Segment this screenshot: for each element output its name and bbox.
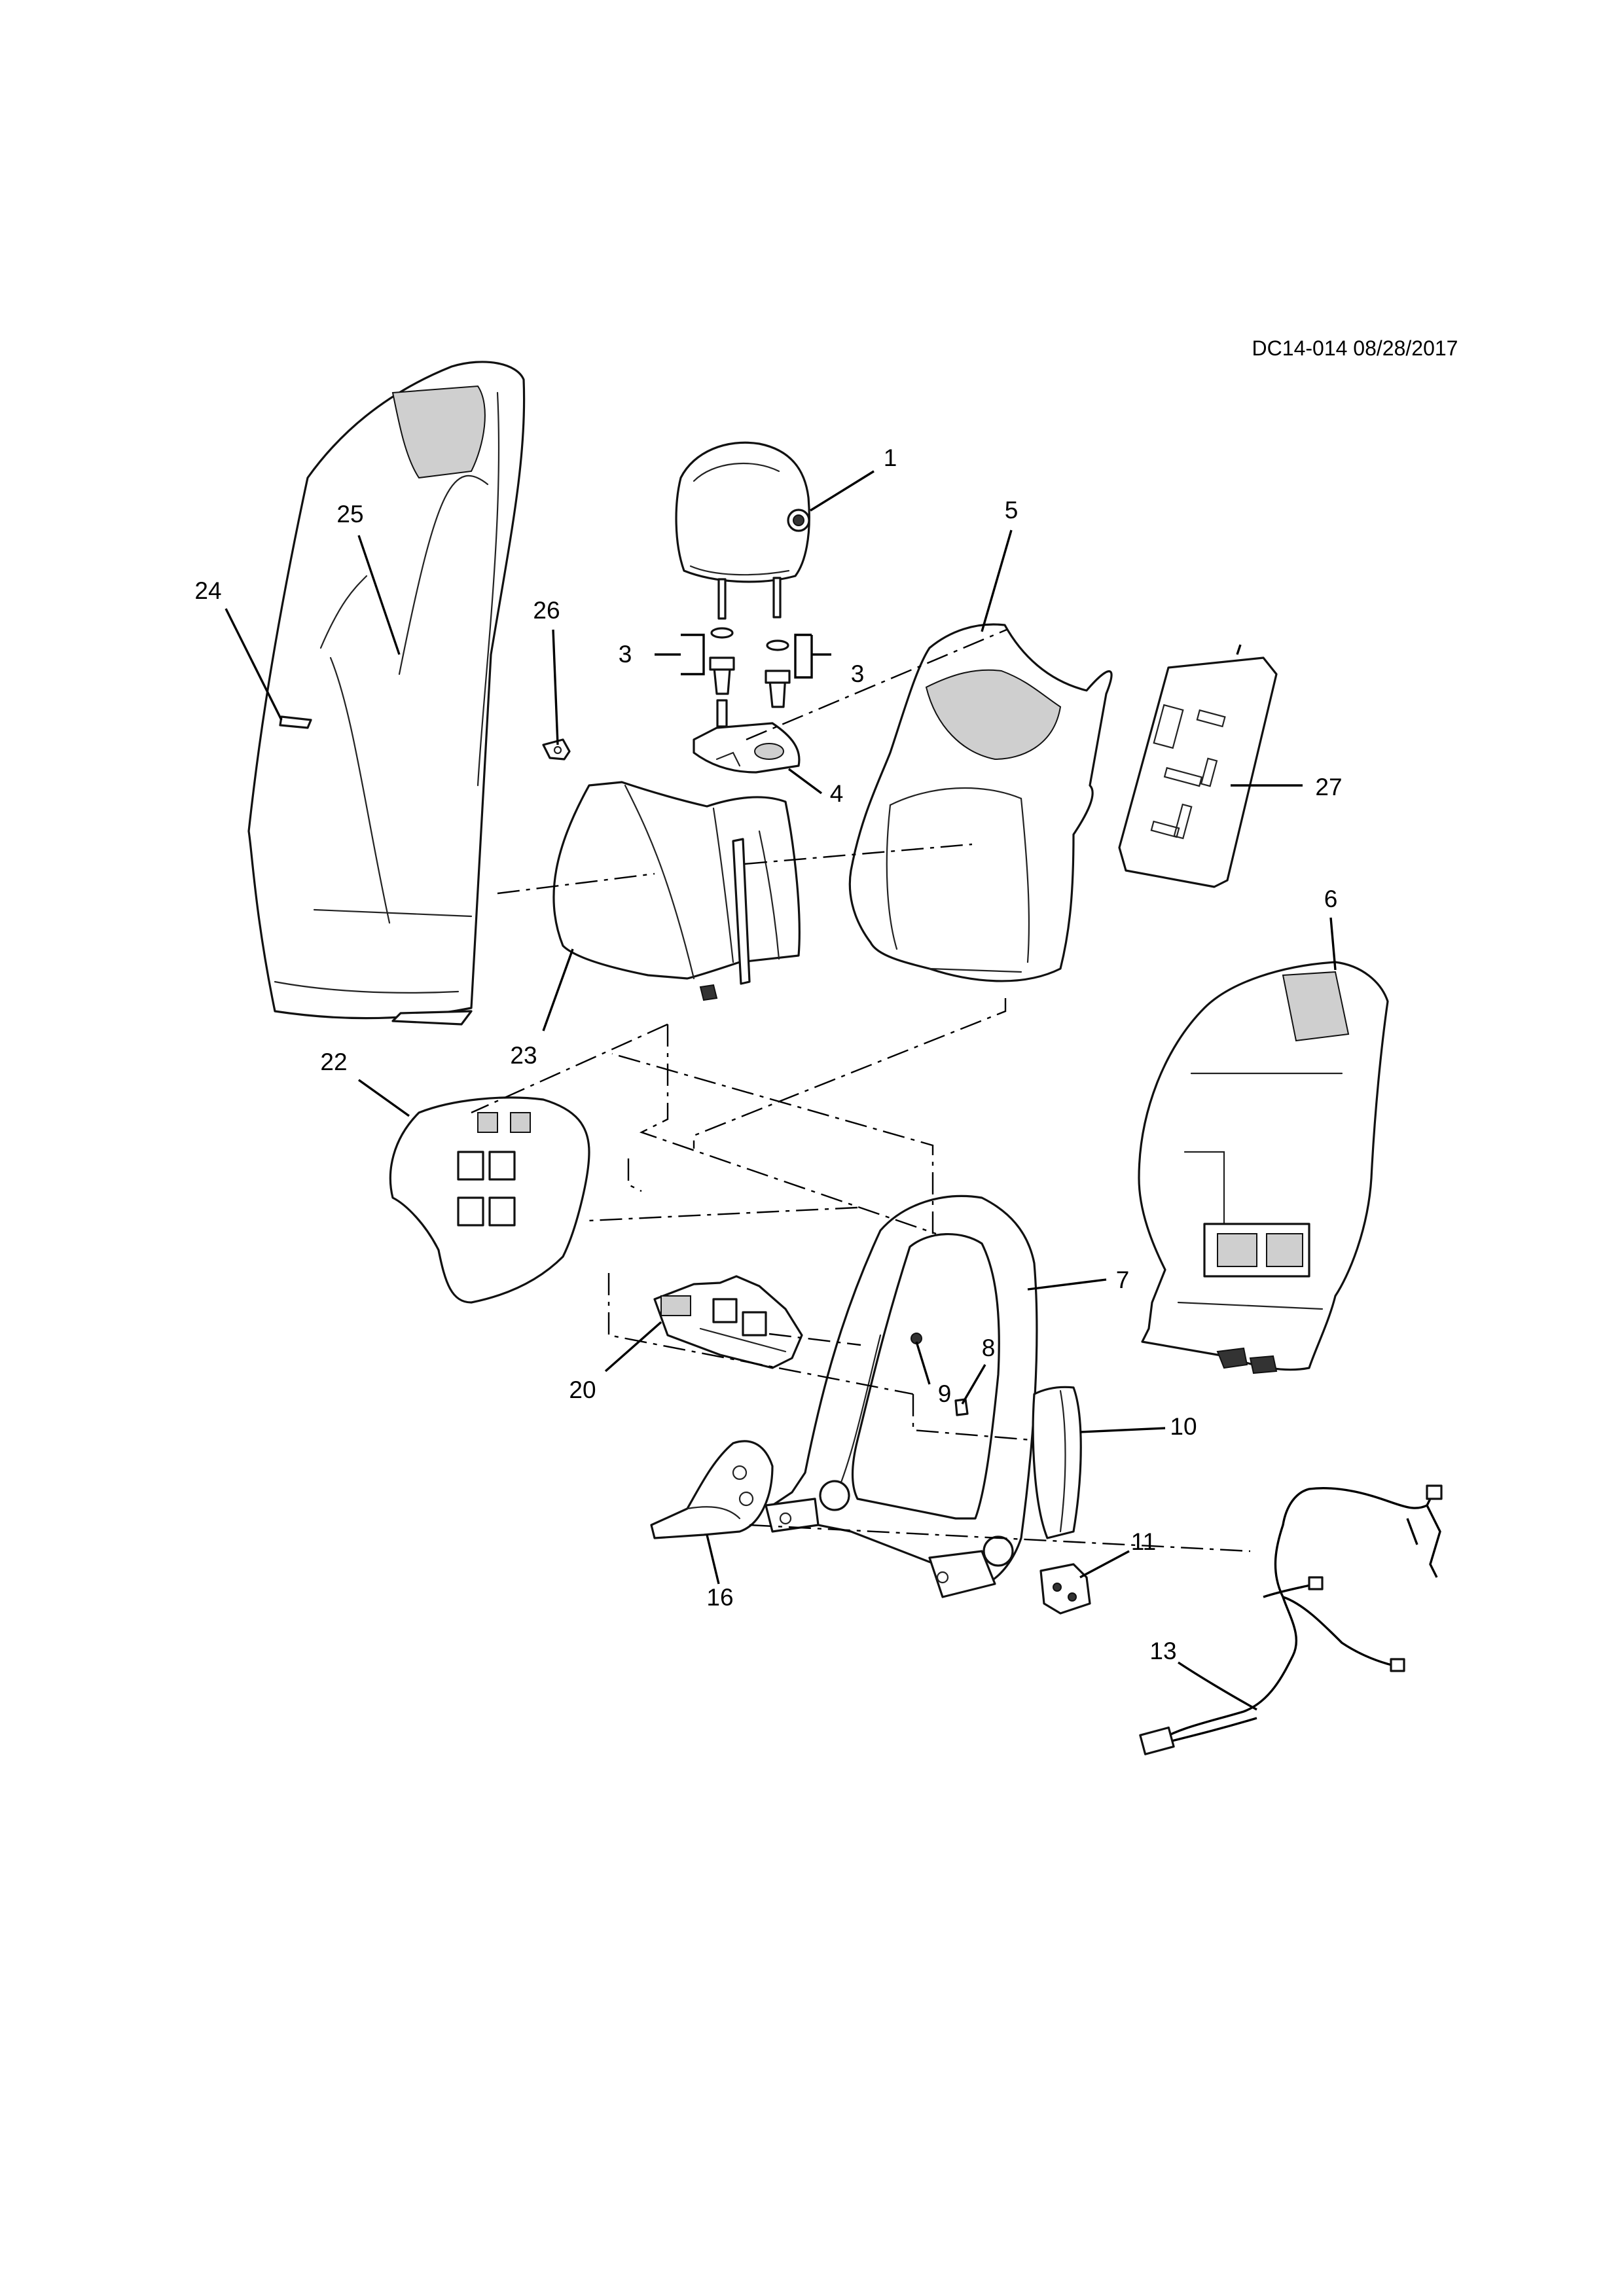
part-1-headrest <box>675 441 810 620</box>
part-4-plate <box>693 722 801 774</box>
callout-6: 6 <box>1324 886 1338 912</box>
callout-22: 22 <box>320 1049 347 1075</box>
callout-10: 10 <box>1170 1413 1197 1440</box>
assembly-lines <box>471 628 1251 1552</box>
callout-11: 11 <box>1131 1528 1156 1555</box>
drawing-code: DC14-014 08/28/2017 <box>1252 336 1458 360</box>
part-3-guides <box>655 627 831 728</box>
part-16-recliner-cover <box>650 1440 774 1539</box>
part-6-rear-panel <box>1138 961 1389 1374</box>
callout-27: 27 <box>1315 774 1342 800</box>
part-11-module <box>1039 1563 1091 1615</box>
part-24-clip <box>279 715 312 729</box>
part-26-bracket <box>542 738 571 761</box>
part-20-adjuster <box>653 1275 803 1369</box>
callout-1: 1 <box>884 444 897 471</box>
callout-3-right: 3 <box>851 660 865 687</box>
part-13-harness <box>1139 1484 1443 1755</box>
callout-20: 20 <box>569 1376 596 1403</box>
callout-25: 25 <box>336 501 363 528</box>
callout-26: 26 <box>533 597 560 624</box>
callout-4: 4 <box>830 780 844 807</box>
callout-3-left: 3 <box>619 641 632 668</box>
callout-5: 5 <box>1005 497 1019 524</box>
part-27-panel <box>1118 644 1278 888</box>
callout-9: 9 <box>938 1380 952 1407</box>
callout-24: 24 <box>194 577 221 604</box>
part-7-frame <box>765 1194 1038 1598</box>
callouts: 1 3 3 4 5 6 7 8 9 10 11 13 16 20 22 23 2… <box>194 444 1343 1711</box>
callout-16: 16 <box>706 1584 733 1611</box>
callout-8: 8 <box>982 1335 996 1361</box>
callout-7: 7 <box>1116 1266 1130 1293</box>
part-23-pad <box>552 781 801 1001</box>
part-25-backrest-cover <box>247 361 526 1026</box>
part-8-fastener <box>954 1398 969 1416</box>
part-5-backrest-pad <box>848 623 1113 982</box>
callout-23: 23 <box>510 1042 537 1069</box>
callout-13: 13 <box>1149 1638 1176 1664</box>
part-22-module <box>389 1096 590 1304</box>
part-10-airbag <box>1032 1386 1082 1539</box>
